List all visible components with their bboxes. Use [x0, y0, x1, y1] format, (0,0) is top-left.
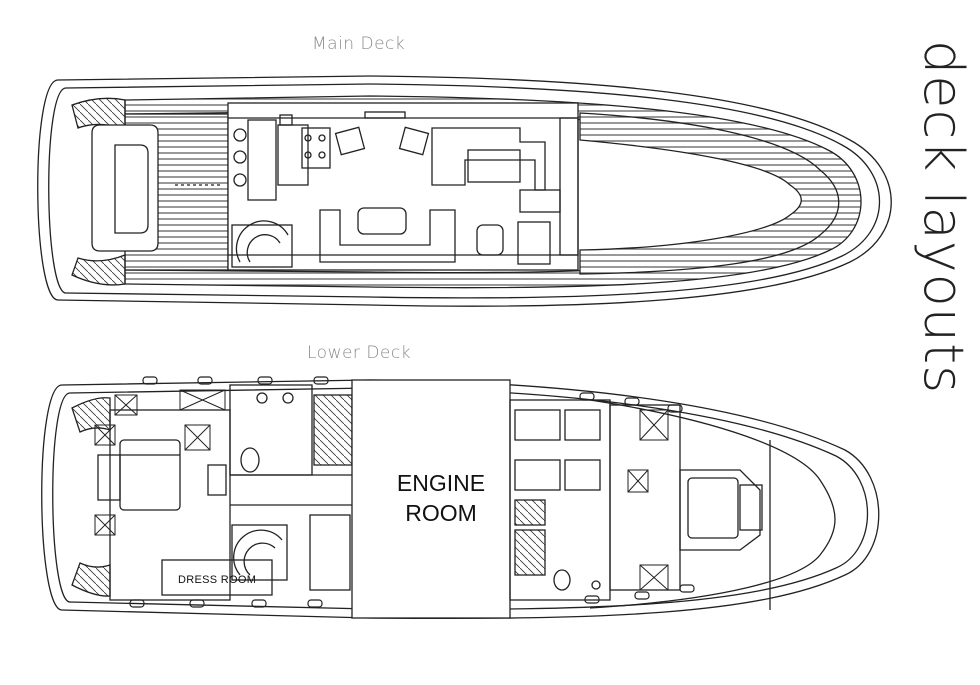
lower-deck-plan [41, 376, 880, 620]
main-deck-plan [37, 75, 892, 307]
dress-room-label: DRESS ROOM [178, 574, 257, 586]
main-deck-label: Main Deck [312, 34, 406, 54]
engine-room-label: ENGINE ROOM [356, 468, 526, 528]
engine-room-line2: ROOM [405, 500, 477, 526]
lower-deck-label: Lower Deck [307, 343, 412, 363]
engine-room-line1: ENGINE [396, 470, 486, 496]
